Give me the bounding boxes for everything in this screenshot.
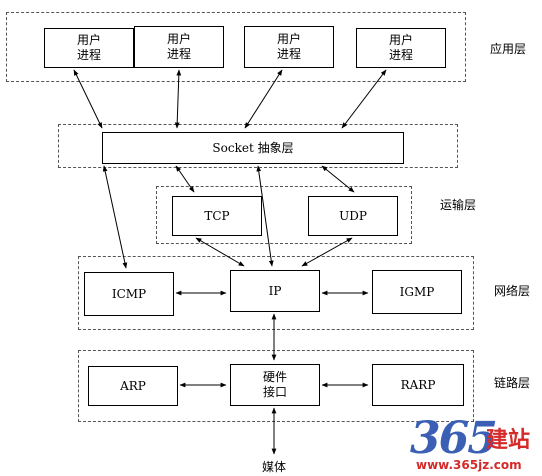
user-process-box-1: 用户 进程 (44, 28, 134, 68)
transport-layer-group (156, 186, 412, 244)
watermark-brand: 建站 (486, 428, 531, 453)
socket-abstraction-box: Socket 抽象层 (102, 132, 404, 164)
icmp-box: ICMP (84, 272, 174, 316)
user-process-box-2: 用户 进程 (134, 26, 224, 68)
arrow-socket-icmp (102, 165, 128, 269)
tcp-box: TCP (172, 196, 262, 236)
application-layer-label: 应用层 (490, 42, 527, 56)
igmp-box: IGMP (372, 270, 462, 314)
network-layer-label: 网络层 (494, 284, 531, 298)
user-process-box-4: 用户 进程 (356, 28, 446, 68)
site-watermark-logo: 365 建站 www.365jz.com (410, 417, 540, 473)
application-layer-group (6, 12, 466, 82)
transport-layer-label: 运输层 (440, 198, 477, 212)
watermark-number: 365 (410, 413, 498, 464)
arp-box: ARP (88, 366, 178, 406)
udp-box: UDP (308, 196, 398, 236)
hardware-interface-box: 硬件 接口 (230, 364, 320, 406)
watermark-url: www.365jz.com (416, 458, 522, 472)
link-layer-label: 链路层 (494, 376, 531, 390)
ip-box: IP (230, 270, 320, 312)
user-process-box-3: 用户 进程 (244, 26, 334, 68)
rarp-box: RARP (372, 364, 464, 406)
media-label: 媒体 (262, 460, 287, 474)
